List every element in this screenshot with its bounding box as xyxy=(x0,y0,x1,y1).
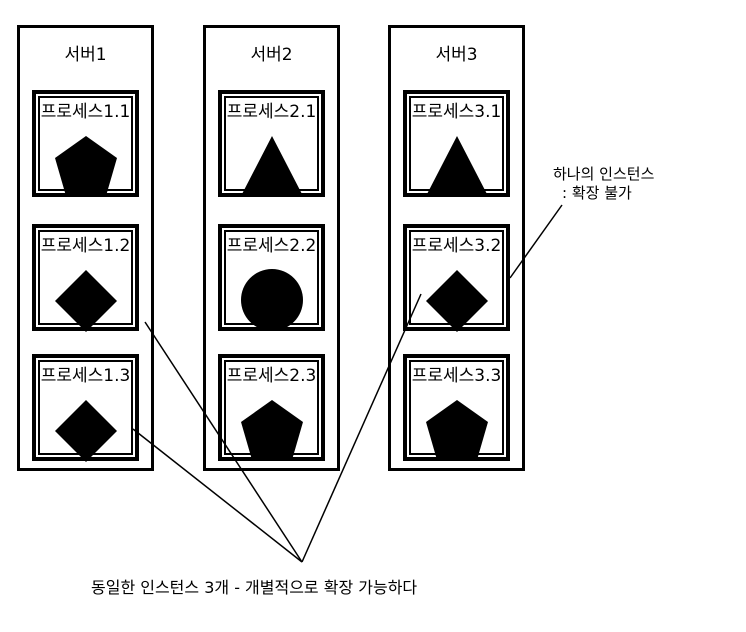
pentagon-shape xyxy=(425,400,488,460)
diamond-shape xyxy=(425,270,488,332)
connector-line-single xyxy=(509,204,563,279)
process-1-2-box: 프로세스1.2 xyxy=(32,224,139,332)
process-3-1-box: 프로세스3.1 xyxy=(403,90,510,197)
triangle-shape xyxy=(425,136,488,196)
pentagon-shape xyxy=(54,136,117,196)
process-2-2-box: 프로세스2.2 xyxy=(218,224,325,331)
circle-shape xyxy=(240,269,303,331)
process-2-3-box: 프로세스2.3 xyxy=(218,354,325,461)
diamond-shape xyxy=(54,270,117,332)
process-2-1-label: 프로세스2.1 xyxy=(226,102,317,122)
process-2-2-label: 프로세스2.2 xyxy=(226,236,317,256)
server-2-label: 서버2 xyxy=(250,45,293,65)
single-instance-note: 하나의 인스턴스 : 확장 불가 xyxy=(553,165,654,203)
pentagon-shape xyxy=(240,400,303,460)
scalable-note: 동일한 인스턴스 3개 - 개별적으로 확장 가능하다 xyxy=(91,578,418,597)
process-1-3-box: 프로세스1.3 xyxy=(32,354,139,462)
server-2-box: 서버2 프로세스2.1 프로세스2.2 프로세스2.3 xyxy=(203,25,340,471)
connector-line-3-2 xyxy=(301,293,422,563)
server-1-box: 서버1 프로세스1.1 프로세스1.2 프로세스1.3 xyxy=(17,25,154,471)
connector-line-1-3 xyxy=(132,428,303,563)
process-3-3-label: 프로세스3.3 xyxy=(411,366,502,386)
process-2-1-box: 프로세스2.1 xyxy=(218,90,325,197)
server-3-label: 서버3 xyxy=(435,45,478,65)
process-3-1-label: 프로세스3.1 xyxy=(411,102,502,122)
process-3-2-box: 프로세스3.2 xyxy=(403,224,510,332)
process-1-3-label: 프로세스1.3 xyxy=(40,366,131,386)
process-3-3-box: 프로세스3.3 xyxy=(403,354,510,461)
process-1-1-box: 프로세스1.1 xyxy=(32,90,139,197)
single-instance-note-line2: : 확장 불가 xyxy=(562,184,632,202)
process-2-3-label: 프로세스2.3 xyxy=(226,366,317,386)
connector-line-1-2 xyxy=(144,321,303,563)
diamond-shape xyxy=(54,400,117,462)
server-3-box: 서버3 프로세스3.1 프로세스3.2 프로세스3.3 xyxy=(388,25,525,471)
process-1-1-label: 프로세스1.1 xyxy=(40,102,131,122)
process-1-2-label: 프로세스1.2 xyxy=(40,236,131,256)
process-3-2-label: 프로세스3.2 xyxy=(411,236,502,256)
server-1-label: 서버1 xyxy=(64,45,107,65)
triangle-shape xyxy=(240,136,303,196)
single-instance-note-line1: 하나의 인스턴스 xyxy=(553,165,655,183)
